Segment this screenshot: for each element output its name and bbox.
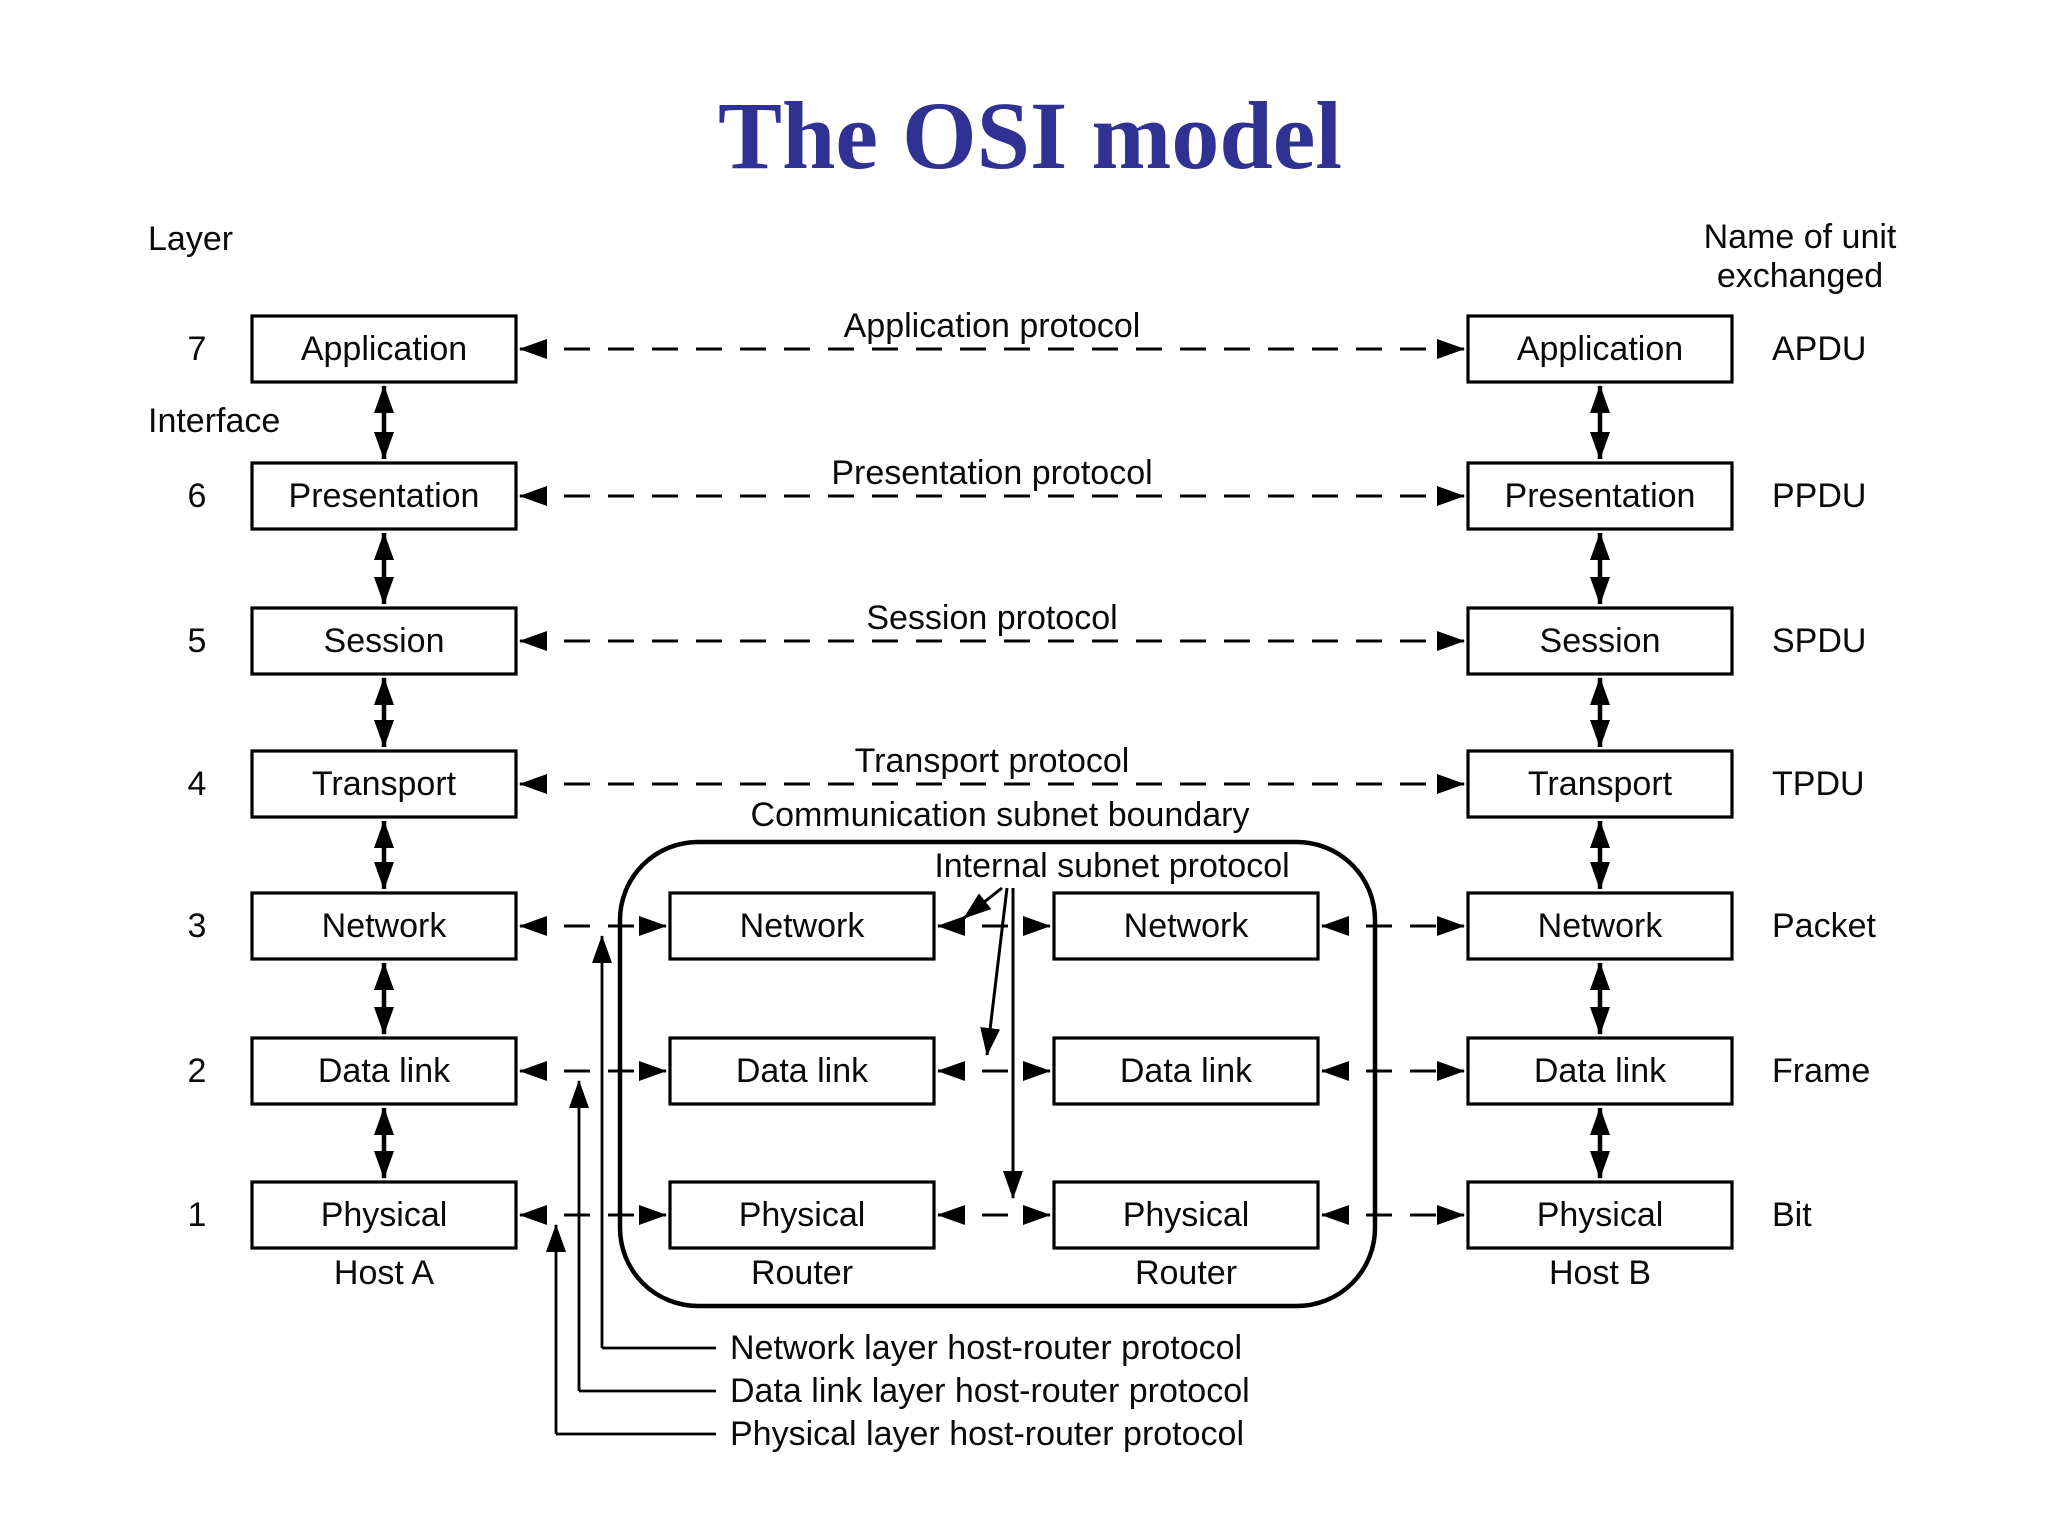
internal-protocol-arrow-network: [963, 886, 1003, 920]
layer-number-7: 7: [188, 330, 207, 368]
host-b-transport-label: Transport: [1528, 765, 1673, 803]
interface-label: Interface: [148, 402, 280, 440]
host-b-stack: Application Presentation Session Transpo…: [1466, 314, 1734, 1292]
host-b-session-box: [1466, 606, 1734, 676]
host-b-application-label: Application: [1517, 330, 1683, 368]
layer-number-3: 3: [188, 907, 207, 945]
host-a-session-box: [250, 606, 518, 676]
host-b-network-label: Network: [1538, 907, 1664, 945]
host-b-data-link-box: [1466, 1036, 1734, 1106]
layer-column-heading: Layer: [148, 220, 233, 258]
host-b-label: Host B: [1549, 1254, 1651, 1292]
host-a-label: Host A: [334, 1254, 434, 1292]
host-a-physical-box: [250, 1180, 518, 1250]
unit-spdu: SPDU: [1772, 622, 1866, 660]
host-b-data-link-label: Data link: [1534, 1052, 1667, 1090]
host-a-application-label: Application: [301, 330, 467, 368]
host-b-presentation-label: Presentation: [1505, 477, 1696, 515]
host-a-physical-label: Physical: [321, 1196, 448, 1234]
protocol-links: Application protocol Presentation protoc…: [519, 307, 1465, 794]
router-2-stack: Network Data link Physical Router: [1052, 891, 1320, 1292]
host-router-annotations: Network layer host-router protocol Data …: [546, 935, 1250, 1453]
router-1-data-link-box: [668, 1036, 936, 1106]
host-b-presentation-box: [1466, 461, 1734, 531]
host-b-application-box: [1466, 314, 1734, 384]
internal-subnet-protocol-label: Internal subnet protocol: [934, 847, 1289, 885]
session-protocol-label: Session protocol: [866, 599, 1117, 637]
router-1-network-box: [668, 891, 936, 961]
page-title: The OSI model: [718, 82, 1342, 189]
lower-layer-links: [519, 916, 1465, 1225]
router-2-data-link-box: [1052, 1036, 1320, 1106]
host-a-network-box: [250, 891, 518, 961]
layer-number-6: 6: [188, 477, 207, 515]
unit-ppdu: PPDU: [1772, 477, 1866, 515]
transport-protocol-label: Transport protocol: [855, 742, 1130, 780]
unit-tpdu: TPDU: [1772, 765, 1865, 803]
router-2-data-link-label: Data link: [1120, 1052, 1253, 1090]
internal-protocol-arrow-data-link: [980, 887, 1009, 1056]
router-2-physical-label: Physical: [1123, 1196, 1250, 1234]
layer-number-1: 1: [188, 1196, 207, 1234]
host-b-physical-box: [1466, 1180, 1734, 1250]
host-b-session-label: Session: [1540, 622, 1661, 660]
router-1-stack: Network Data link Physical Router: [668, 891, 936, 1292]
host-b-physical-label: Physical: [1537, 1196, 1664, 1234]
router-1-network-label: Network: [740, 907, 866, 945]
unit-bit: Bit: [1772, 1196, 1812, 1234]
network-annotation-label: Network layer host-router protocol: [730, 1329, 1242, 1367]
host-a-transport-label: Transport: [312, 765, 457, 803]
subnet-boundary-label: Communication subnet boundary: [751, 796, 1250, 834]
host-a-presentation-label: Presentation: [289, 477, 480, 515]
host-b-transport-box: [1466, 749, 1734, 819]
host-a-data-link-box: [250, 1036, 518, 1106]
presentation-protocol-label: Presentation protocol: [831, 454, 1152, 492]
host-a-application-box: [250, 314, 518, 384]
router-2-physical-box: [1052, 1180, 1320, 1250]
unit-frame: Frame: [1772, 1052, 1870, 1090]
unit-heading-line2: exchanged: [1717, 257, 1883, 295]
layer-number-2: 2: [188, 1052, 207, 1090]
host-a-presentation-box: [250, 461, 518, 531]
host-a-data-link-label: Data link: [318, 1052, 451, 1090]
data-link-annotation-label: Data link layer host-router protocol: [730, 1372, 1250, 1410]
unit-column: Name of unit exchanged APDU PPDU SPDU TP…: [1704, 218, 1897, 1234]
router-1-physical-box: [668, 1180, 936, 1250]
host-a-network-label: Network: [322, 907, 448, 945]
router-1-data-link-label: Data link: [736, 1052, 869, 1090]
router-2-network-label: Network: [1124, 907, 1250, 945]
unit-heading-line1: Name of unit: [1704, 218, 1897, 256]
host-a-transport-box: [250, 749, 518, 819]
router-1-physical-label: Physical: [739, 1196, 866, 1234]
host-a-stack: Application Presentation Session Transpo…: [250, 314, 518, 1292]
router-1-label: Router: [751, 1254, 853, 1292]
router-2-label: Router: [1135, 1254, 1237, 1292]
router-2-network-box: [1052, 891, 1320, 961]
unit-apdu: APDU: [1772, 330, 1866, 368]
layer-numbers: 7 6 5 4 3 2 1: [188, 330, 207, 1234]
host-a-session-label: Session: [324, 622, 445, 660]
unit-packet: Packet: [1772, 907, 1876, 945]
physical-annotation-label: Physical layer host-router protocol: [730, 1415, 1244, 1453]
layer-number-5: 5: [188, 622, 207, 660]
host-b-network-box: [1466, 891, 1734, 961]
application-protocol-label: Application protocol: [844, 307, 1141, 345]
layer-number-4: 4: [188, 765, 207, 803]
